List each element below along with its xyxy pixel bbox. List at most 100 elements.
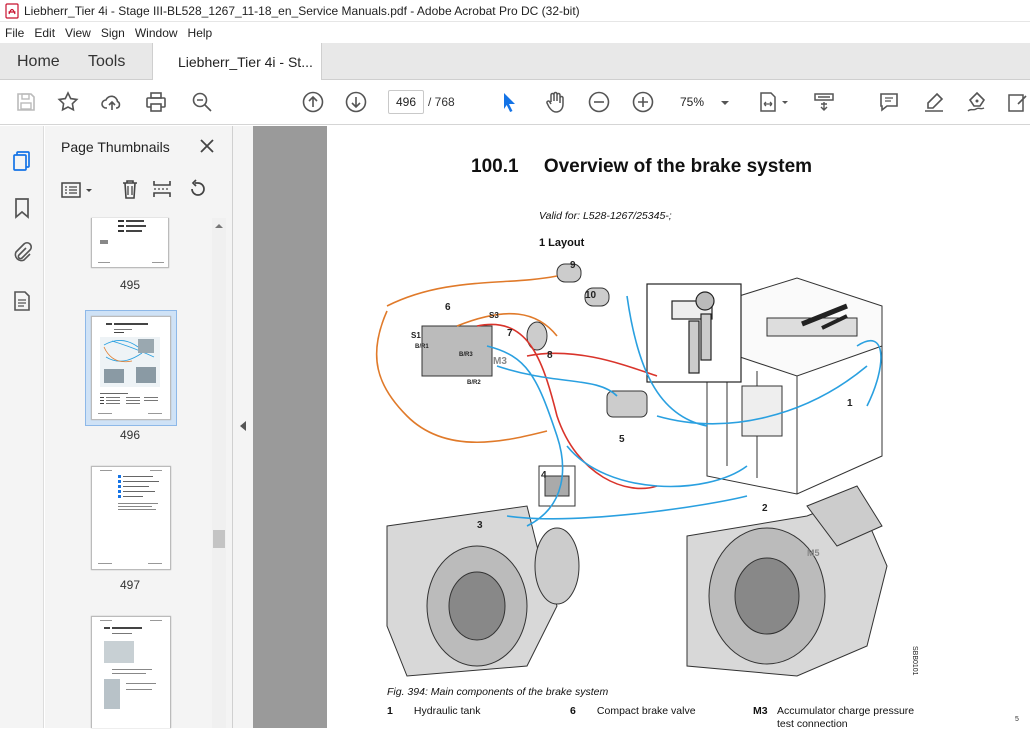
tab-bar: Home Tools Liebherr_Tier 4i - St... bbox=[0, 43, 1030, 80]
thumbnail-preview bbox=[98, 323, 162, 414]
section-title: 1 Layout bbox=[539, 237, 585, 249]
thumbnail-page-497[interactable] bbox=[91, 466, 171, 570]
print-icon[interactable] bbox=[144, 90, 168, 114]
brake-system-diagram: 9 10 6 7 8 1 2 3 4 5 S1 S3 M3 M5 B/R1 B/… bbox=[375, 260, 918, 677]
page-thumbnails-icon[interactable] bbox=[10, 149, 34, 173]
callout-label: S1 bbox=[411, 331, 421, 340]
zoom-search-icon[interactable] bbox=[190, 90, 214, 114]
rear-axle bbox=[686, 485, 888, 677]
save-icon[interactable] bbox=[14, 90, 38, 114]
thumbnail-label: 495 bbox=[119, 278, 141, 292]
menu-help[interactable]: Help bbox=[187, 25, 213, 40]
legend-item: 1 Hydraulic tank bbox=[387, 705, 480, 717]
legend-item: 6 Compact brake valve bbox=[570, 705, 696, 717]
thumbnail-preview bbox=[98, 220, 164, 263]
thumbnails-scroll-thumb[interactable] bbox=[213, 530, 225, 548]
extract-pages-icon[interactable] bbox=[151, 178, 173, 200]
hydraulic-lines bbox=[375, 275, 882, 527]
comment-icon[interactable] bbox=[877, 90, 901, 114]
document-viewer[interactable]: 100.1 Overview of the brake system Valid… bbox=[253, 126, 1030, 731]
next-page-icon[interactable] bbox=[344, 90, 368, 114]
menu-edit[interactable]: Edit bbox=[34, 25, 56, 40]
fill-sign-icon[interactable] bbox=[1006, 90, 1030, 114]
thumbnail-preview bbox=[100, 620, 162, 709]
valid-for-text: Valid for: L528-1267/25345-; bbox=[539, 210, 672, 222]
thumbnail-tools bbox=[59, 176, 219, 204]
callout-label: 8 bbox=[547, 350, 553, 361]
callout-label: B/R1 bbox=[415, 344, 429, 350]
collapse-left-icon bbox=[240, 421, 246, 431]
zoom-out-icon[interactable] bbox=[587, 90, 611, 114]
select-cursor-icon[interactable] bbox=[497, 90, 521, 114]
page-number-input[interactable]: 496 bbox=[388, 90, 424, 114]
legend-key: 6 bbox=[570, 705, 576, 717]
thumbnail-page-498[interactable] bbox=[91, 616, 171, 728]
brake-valve-assembly bbox=[421, 263, 648, 507]
figure-id: SBB0101 bbox=[911, 646, 918, 676]
heading-number: 100.1 bbox=[471, 156, 519, 177]
heading-text: Overview of the brake system bbox=[543, 156, 813, 177]
thumbnail-page-496[interactable] bbox=[91, 316, 171, 420]
menu-view[interactable]: View bbox=[65, 25, 91, 40]
scroll-mode-icon[interactable] bbox=[812, 90, 836, 114]
close-icon[interactable] bbox=[197, 136, 217, 156]
title-bar: Liebherr_Tier 4i - Stage III-BL528_1267_… bbox=[0, 0, 1030, 22]
thumbnails-panel: Page Thumbnails 495 bbox=[45, 126, 233, 728]
callout-label: 2 bbox=[762, 503, 768, 514]
thumbnails-scrollbar[interactable] bbox=[212, 218, 226, 728]
highlight-pen-icon[interactable] bbox=[922, 90, 946, 114]
delete-icon[interactable] bbox=[119, 178, 141, 200]
scroll-up-icon[interactable] bbox=[214, 221, 224, 231]
legend-label: Hydraulic tank bbox=[413, 705, 481, 717]
zoom-in-icon[interactable] bbox=[631, 90, 655, 114]
chevron-down-icon[interactable] bbox=[780, 90, 790, 114]
callout-label: 10 bbox=[585, 290, 597, 301]
callout-labels: 9 10 6 7 8 1 2 3 4 5 S1 S3 M3 M5 B/R1 B/… bbox=[411, 260, 918, 676]
window-title: Liebherr_Tier 4i - Stage III-BL528_1267_… bbox=[24, 3, 580, 18]
callout-label: 7 bbox=[507, 328, 513, 339]
tab-tools[interactable]: Tools bbox=[88, 53, 126, 70]
page-fit-icon[interactable] bbox=[756, 90, 780, 114]
menu-bar: File Edit View Sign Window Help bbox=[0, 22, 1030, 43]
legend-label: Compact brake valve bbox=[596, 705, 696, 717]
tab-home[interactable]: Home bbox=[17, 53, 60, 70]
menu-window[interactable]: Window bbox=[134, 25, 178, 40]
detail-inset bbox=[646, 283, 742, 383]
document-icon[interactable] bbox=[10, 289, 34, 313]
callout-label: 4 bbox=[541, 470, 547, 481]
callout-label: 6 bbox=[445, 302, 451, 313]
side-page-number: 5 bbox=[1015, 716, 1019, 723]
callout-label: 9 bbox=[570, 260, 576, 271]
thumbnail-label: 496 bbox=[119, 428, 141, 442]
panel-collapse-handle[interactable] bbox=[233, 126, 253, 728]
thumbnail-preview bbox=[98, 470, 162, 564]
callout-label: S3 bbox=[489, 311, 499, 320]
rotate-icon[interactable] bbox=[187, 178, 209, 200]
legend-item: M3 Accumulator charge pressure test conn… bbox=[753, 705, 933, 731]
front-axle bbox=[386, 505, 580, 677]
attachment-icon[interactable] bbox=[10, 241, 34, 265]
zoom-select[interactable]: 75% bbox=[668, 90, 734, 114]
acrobat-logo-icon bbox=[5, 2, 19, 19]
bookmark-icon[interactable] bbox=[10, 196, 34, 220]
thumbnail-page-495[interactable] bbox=[91, 218, 169, 268]
callout-label: B/R2 bbox=[467, 380, 481, 386]
page-total: / 768 bbox=[428, 95, 455, 109]
legend-label: Accumulator charge pressure test connect… bbox=[777, 705, 915, 730]
zoom-value: 75% bbox=[680, 95, 705, 109]
previous-page-icon[interactable] bbox=[301, 90, 325, 114]
menu-file[interactable]: File bbox=[5, 25, 25, 40]
sign-pen-icon[interactable] bbox=[965, 90, 989, 114]
options-menu-icon[interactable] bbox=[61, 180, 95, 200]
upload-cloud-icon[interactable] bbox=[100, 90, 124, 114]
legend-key: 1 bbox=[387, 705, 393, 717]
panel-title: Page Thumbnails bbox=[61, 139, 170, 155]
callout-label: M5 bbox=[807, 548, 820, 558]
menu-sign[interactable]: Sign bbox=[100, 25, 125, 40]
star-icon[interactable] bbox=[56, 90, 80, 114]
callout-label: 1 bbox=[847, 398, 853, 409]
thumbnail-label: 497 bbox=[119, 578, 141, 592]
callout-label: 3 bbox=[477, 520, 483, 531]
hand-tool-icon[interactable] bbox=[543, 90, 567, 114]
tab-document[interactable]: Liebherr_Tier 4i - St... bbox=[152, 43, 322, 80]
